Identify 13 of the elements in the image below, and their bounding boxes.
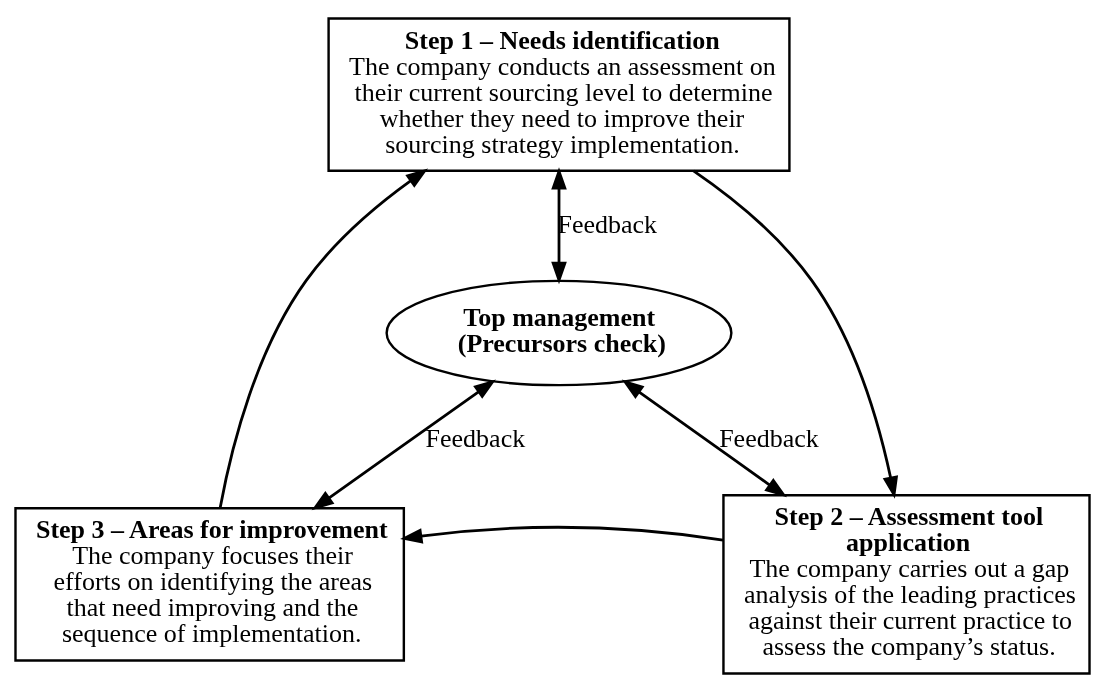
arrow [218, 168, 429, 508]
node-ellipse: Top management (Precursors check) [385, 279, 733, 386]
arrow [311, 379, 496, 510]
node-box: Step 2 – Assessment tool application The company carries out a gap analysis of the leading practices against their current practice to assess the company’s status. [722, 493, 1091, 675]
node-box: Step 1 – Needs identification The company conducts an assessment on their current sourcing level to determine whether they need to improve their sourcing strategy implementation. [327, 16, 791, 172]
arrow [621, 379, 787, 497]
edge-label: Feedback [719, 423, 819, 453]
node-box: Step 3 – Areas for improvement The company focuses their efforts on identifying the areas that need improving and the sequence of implementation. [14, 506, 406, 662]
arrow [692, 169, 899, 499]
arrow [400, 525, 724, 544]
edge-label: Feedback [425, 423, 526, 453]
arrow [551, 166, 567, 284]
edge-label: Feedback [557, 208, 658, 238]
